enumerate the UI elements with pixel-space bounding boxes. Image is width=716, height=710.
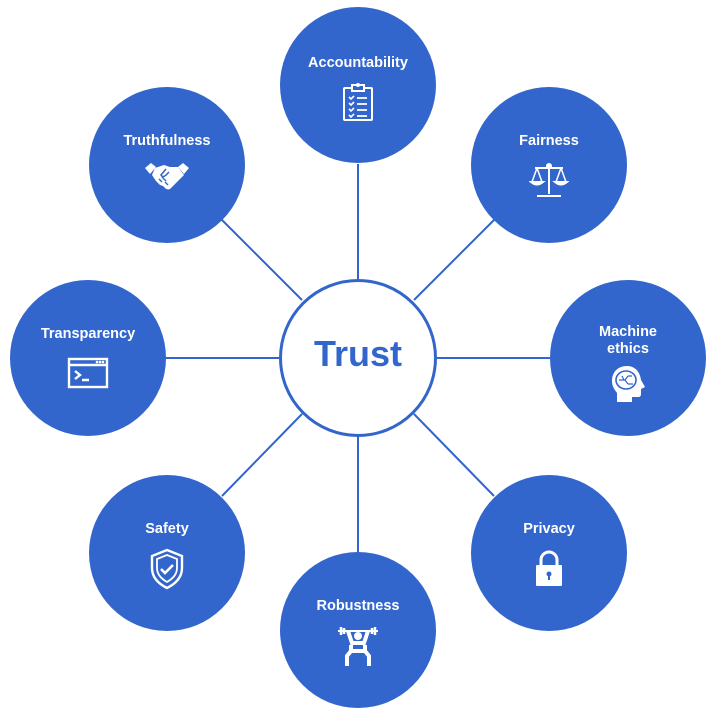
center-label: Trust <box>313 333 402 374</box>
connector-safety <box>221 413 303 497</box>
padlock-icon <box>534 548 564 593</box>
node-label: Transparency <box>40 326 136 342</box>
node-transparency: Transparency <box>10 280 166 436</box>
connector-fairness <box>413 219 495 301</box>
terminal-window-icon <box>67 357 109 394</box>
node-label: Machine ethics <box>598 324 657 357</box>
clipboard-checklist-icon <box>341 82 375 127</box>
handshake-icon <box>144 160 190 197</box>
node-label: Truthfulness <box>123 133 211 149</box>
brain-head-icon <box>609 364 647 409</box>
node-machine-ethics: Machine ethics <box>550 280 706 436</box>
node-label: Robustness <box>316 598 400 614</box>
node-fairness: Fairness <box>471 87 627 243</box>
weightlifter-icon <box>336 623 380 672</box>
node-accountability: Accountability <box>280 7 436 163</box>
node-label: Privacy <box>523 521 575 537</box>
node-label: Safety <box>145 521 189 537</box>
node-truthfulness: Truthfulness <box>89 87 245 243</box>
node-label: Accountability <box>308 55 408 71</box>
connector-truthfulness <box>221 219 303 301</box>
node-robustness: Robustness <box>280 552 436 708</box>
node-safety: Safety <box>89 475 245 631</box>
node-label: Fairness <box>519 133 579 149</box>
node-privacy: Privacy <box>471 475 627 631</box>
shield-check-icon <box>149 548 185 595</box>
center-node-trust: Trust <box>279 279 437 437</box>
scales-icon <box>528 160 570 205</box>
connector-privacy <box>413 413 495 497</box>
